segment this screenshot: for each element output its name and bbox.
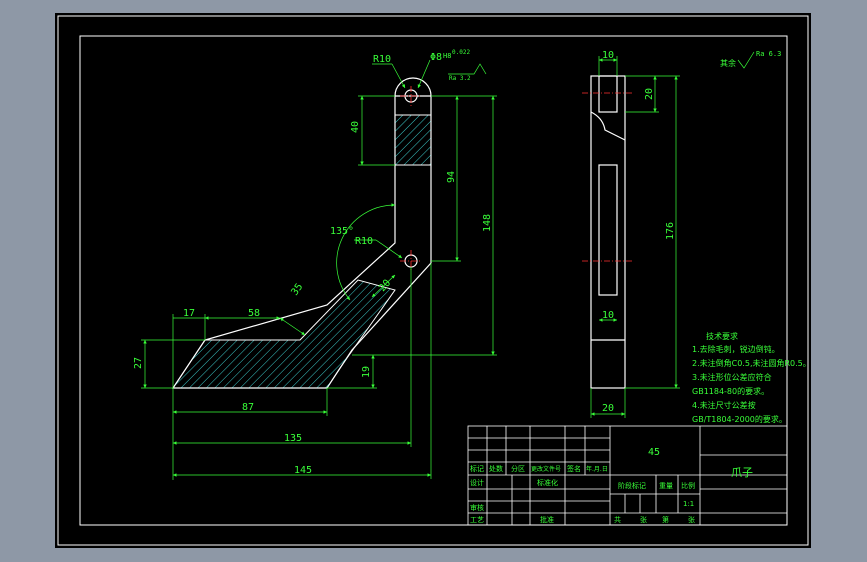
- notes-line-4: GB1184-80的要求。: [692, 386, 769, 396]
- side-outline: [590, 75, 626, 389]
- tb-sheets-total: 共: [614, 515, 621, 524]
- front-dimension-lines: [141, 59, 497, 480]
- tb-sheets-unit: 张: [640, 515, 647, 524]
- tb-scale-label: 比例: [681, 481, 695, 490]
- hatch-upper: [394, 114, 432, 166]
- side-dim-20: 20: [644, 88, 655, 100]
- tb-material: 45: [648, 447, 660, 458]
- side-dim-top-10: 10: [602, 50, 614, 61]
- side-dim-176: 176: [665, 222, 676, 240]
- notes-title: 技术要求: [706, 331, 738, 341]
- tb-header-zone: 分区: [511, 464, 525, 473]
- notes-line-2: 2.未注倒角C0.5,未注圆角R0.5。: [692, 358, 811, 368]
- dim-27: 27: [133, 357, 144, 369]
- technical-requirements: 技术要求 1.去除毛刺，锐边倒钝。 2.未注倒角C0.5,未注圆角R0.5。 3…: [692, 331, 811, 424]
- side-dim-w20: 20: [602, 403, 614, 414]
- center-lines: [400, 86, 422, 272]
- dim-135: 135: [284, 433, 302, 444]
- front-view[interactable]: R10 Φ8 H8 0.022 Ra 3.2 40 94 148 135° R1…: [133, 49, 497, 480]
- dim-148: 148: [482, 214, 493, 232]
- tb-process: 工艺: [470, 516, 484, 524]
- side-dimension-lines: [590, 51, 755, 418]
- tb-scale-value: 1:1: [683, 500, 694, 508]
- tb-part-name: 爪子: [731, 466, 753, 479]
- outer-frame: [57, 15, 809, 546]
- tb-header-sign: 签名: [567, 464, 581, 473]
- tb-header-docno: 更改文件号: [531, 465, 561, 473]
- roughness-hole: Ra 3.2: [449, 75, 471, 82]
- dim-40: 40: [350, 121, 361, 133]
- inner-frame: [79, 35, 788, 526]
- dim-58: 58: [248, 308, 260, 319]
- dim-hole-fit: H8: [443, 52, 451, 60]
- dim-hole-tolerance: 0.022: [452, 49, 470, 56]
- tb-approve: 批准: [540, 515, 554, 524]
- dim-angle-135: 135°: [330, 226, 354, 237]
- tb-header-mark: 标记: [470, 464, 484, 473]
- title-block[interactable]: 标记 处数 分区 更改文件号 签名 年.月.日 设计 标准化 审核 工艺 批准 …: [467, 425, 788, 526]
- tb-sheet-no: 第: [662, 515, 669, 524]
- dim-hole-diameter: Φ8: [430, 52, 442, 63]
- tb-header-date: 年.月.日: [586, 465, 608, 473]
- dim-145: 145: [294, 465, 312, 476]
- dim-19: 19: [361, 366, 372, 378]
- tb-review: 审核: [470, 503, 484, 512]
- title-block-grid: [467, 425, 788, 526]
- notes-line-1: 1.去除毛刺，锐边倒钝。: [692, 344, 780, 354]
- roughness-general-value: Ra 6.3: [756, 50, 781, 58]
- notes-line-3: 3.未注形位公差应符合: [692, 372, 772, 382]
- roughness-general-label: 其余: [720, 58, 736, 68]
- drawing-sheet: [55, 13, 811, 548]
- side-view[interactable]: 10 20 176 10 20 其余 Ra 6.3: [582, 50, 781, 418]
- dim-r10-mid: R10: [355, 236, 373, 247]
- dim-94: 94: [446, 171, 457, 183]
- tb-standardize: 标准化: [537, 478, 558, 487]
- tb-design: 设计: [470, 478, 484, 487]
- notes-line-6: GB/T1804-2000的要求。: [692, 414, 787, 424]
- dim-17: 17: [183, 308, 195, 319]
- dim-r10-top: R10: [373, 54, 391, 65]
- dim-87: 87: [242, 402, 254, 413]
- tb-stage-mark: 阶段标记: [618, 481, 646, 490]
- tb-header-count: 处数: [489, 464, 503, 473]
- side-dim-bottom-10: 10: [602, 310, 614, 321]
- tb-sheet-unit2: 张: [688, 515, 695, 524]
- tb-weight: 重量: [659, 482, 673, 490]
- side-center-lines: [582, 92, 634, 262]
- notes-line-5: 4.未注尺寸公差按: [692, 400, 756, 410]
